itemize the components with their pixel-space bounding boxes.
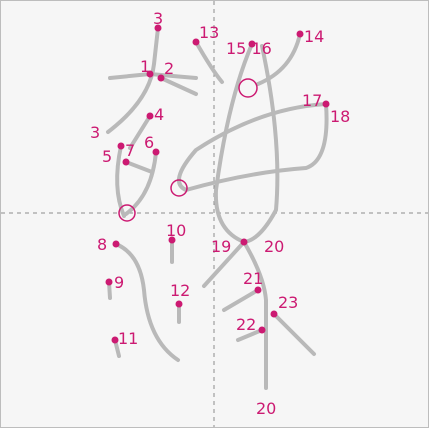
start-dot [270, 310, 278, 318]
order-label: 20 [264, 237, 284, 256]
order-label: 15 16 [226, 39, 272, 58]
start-dot [152, 148, 160, 156]
stroke-right-14 [256, 32, 302, 86]
order-label: 5 [102, 147, 112, 166]
stroke-left-sweep [106, 26, 160, 134]
start-dot [322, 100, 330, 108]
order-label: 4 [154, 105, 164, 124]
order-label: 22 [236, 315, 256, 334]
start-dot [175, 300, 183, 308]
order-label: 18 [330, 107, 350, 126]
order-label: 2 [164, 59, 174, 78]
stroke-right-21 [222, 288, 260, 312]
stroke-right-20 [242, 240, 268, 390]
start-dot [122, 158, 130, 166]
stroke-right-15 [213, 42, 254, 244]
stroke-right-19 [202, 240, 246, 288]
stroke-right-23 [272, 312, 316, 356]
order-label: 3 [153, 9, 163, 28]
start-dot [157, 74, 165, 82]
order-label: 13 [199, 23, 219, 42]
order-label: 6 [144, 133, 154, 152]
stroke-left-curve-b [124, 150, 158, 216]
order-label: 12 [170, 281, 190, 300]
order-label: 20 [256, 399, 276, 418]
stroke-left-long [114, 242, 180, 362]
order-label: 7 [125, 141, 135, 160]
order-label: 11 [118, 329, 138, 348]
stroke-left-short [128, 114, 152, 150]
start-dot [296, 30, 304, 38]
stroke-right-16 [242, 44, 280, 244]
start-dot [112, 240, 120, 248]
start-dot [258, 326, 266, 334]
start-dot [254, 286, 262, 294]
start-dot [146, 70, 154, 78]
start-dot [192, 38, 200, 46]
order-label: 1 [140, 57, 150, 76]
start-dot [117, 142, 125, 150]
stroke-right-13 [194, 40, 224, 84]
order-label: 3 [90, 123, 100, 142]
stroke-left-curve-a [115, 144, 126, 218]
start-dot [240, 238, 248, 246]
start-dot [248, 40, 256, 48]
order-label: 19 [211, 237, 231, 256]
start-dot [111, 336, 119, 344]
ring-marker [170, 179, 188, 197]
order-label: 8 [97, 235, 107, 254]
order-label: 9 [114, 273, 124, 292]
start-dot [146, 112, 154, 120]
start-dot [168, 236, 176, 244]
stroke-left-tick [124, 160, 154, 174]
start-dot [105, 278, 113, 286]
stroke-right-22 [236, 328, 264, 342]
start-dot [154, 24, 162, 32]
order-label: 21 [243, 269, 263, 288]
order-label: 10 [166, 221, 186, 240]
stroke-left-dot [159, 76, 198, 96]
ring-marker [118, 204, 136, 222]
order-label: 23 [278, 293, 298, 312]
ring-marker [238, 78, 258, 98]
order-label: 14 [304, 27, 324, 46]
order-label: 17 [302, 91, 322, 110]
